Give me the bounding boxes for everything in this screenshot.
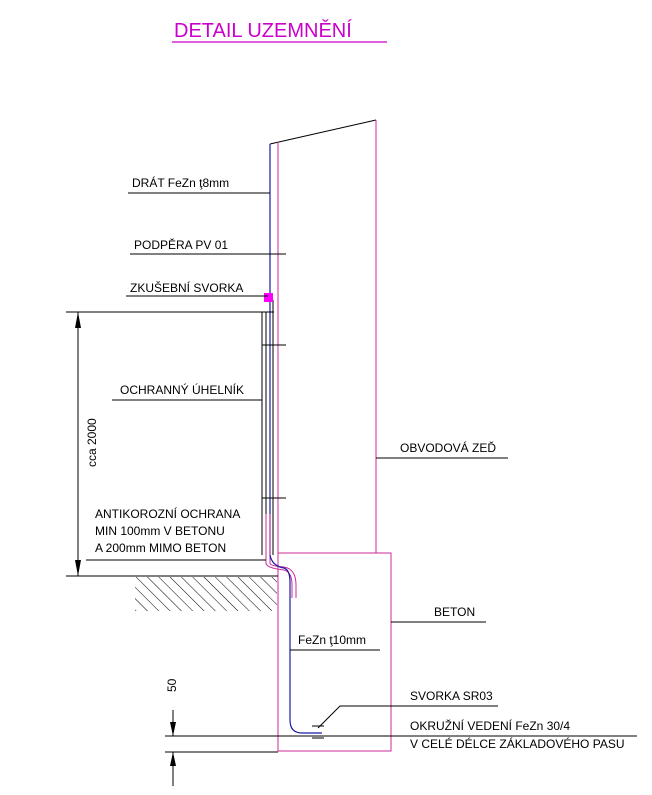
dimension-50-label: 50: [165, 678, 179, 692]
label-wall: OBVODOVÁ ZEĎ: [400, 440, 496, 455]
sr03-clamp-symbol: [312, 725, 324, 739]
label-fezn10: FeZn ţ10mm: [298, 633, 366, 647]
label-ring-2: V CELÉ DÉLCE ZÁKLADOVÉHO PASU: [410, 736, 625, 751]
label-sr03: SVORKA SR03: [410, 689, 493, 703]
label-anticorrosion-1: ANTIKOROZNÍ OCHRANA: [95, 506, 240, 521]
protective-angle: [261, 311, 274, 555]
concrete-foundation: [277, 552, 392, 752]
dimension-2000: [66, 311, 274, 577]
dimension-50: [165, 710, 278, 786]
down-conductor-wire: [265, 144, 274, 555]
label-drat: DRÁT FeZn ţ8mm: [132, 175, 229, 190]
ground-surface: [80, 575, 278, 611]
label-test-clamp: ZKUŠEBNÍ SVORKA: [130, 280, 243, 295]
label-podpera: PODPĚRA PV 01: [134, 237, 228, 252]
label-concrete: BETON: [434, 605, 475, 619]
label-anticorrosion-2: MIN 100mm V BETONU: [95, 524, 225, 538]
foundation-conductor: [269, 554, 322, 734]
test-clamp-marker: [264, 293, 273, 302]
perimeter-wall: [269, 119, 377, 553]
label-ring-1: OKRUŽNÍ VEDENÍ FeZn 30/4: [410, 718, 570, 733]
anticorrosion-wrap: [265, 514, 297, 598]
drawing-title: DETAIL UZEMNĚNÍ: [174, 19, 352, 42]
label-angle: OCHRANNÝ ÚHELNÍK: [120, 382, 244, 397]
label-anticorrosion-3: A 200mm MIMO BETON: [95, 541, 226, 555]
dimension-2000-label: cca 2000: [85, 418, 99, 467]
leader-lines: [86, 192, 508, 729]
